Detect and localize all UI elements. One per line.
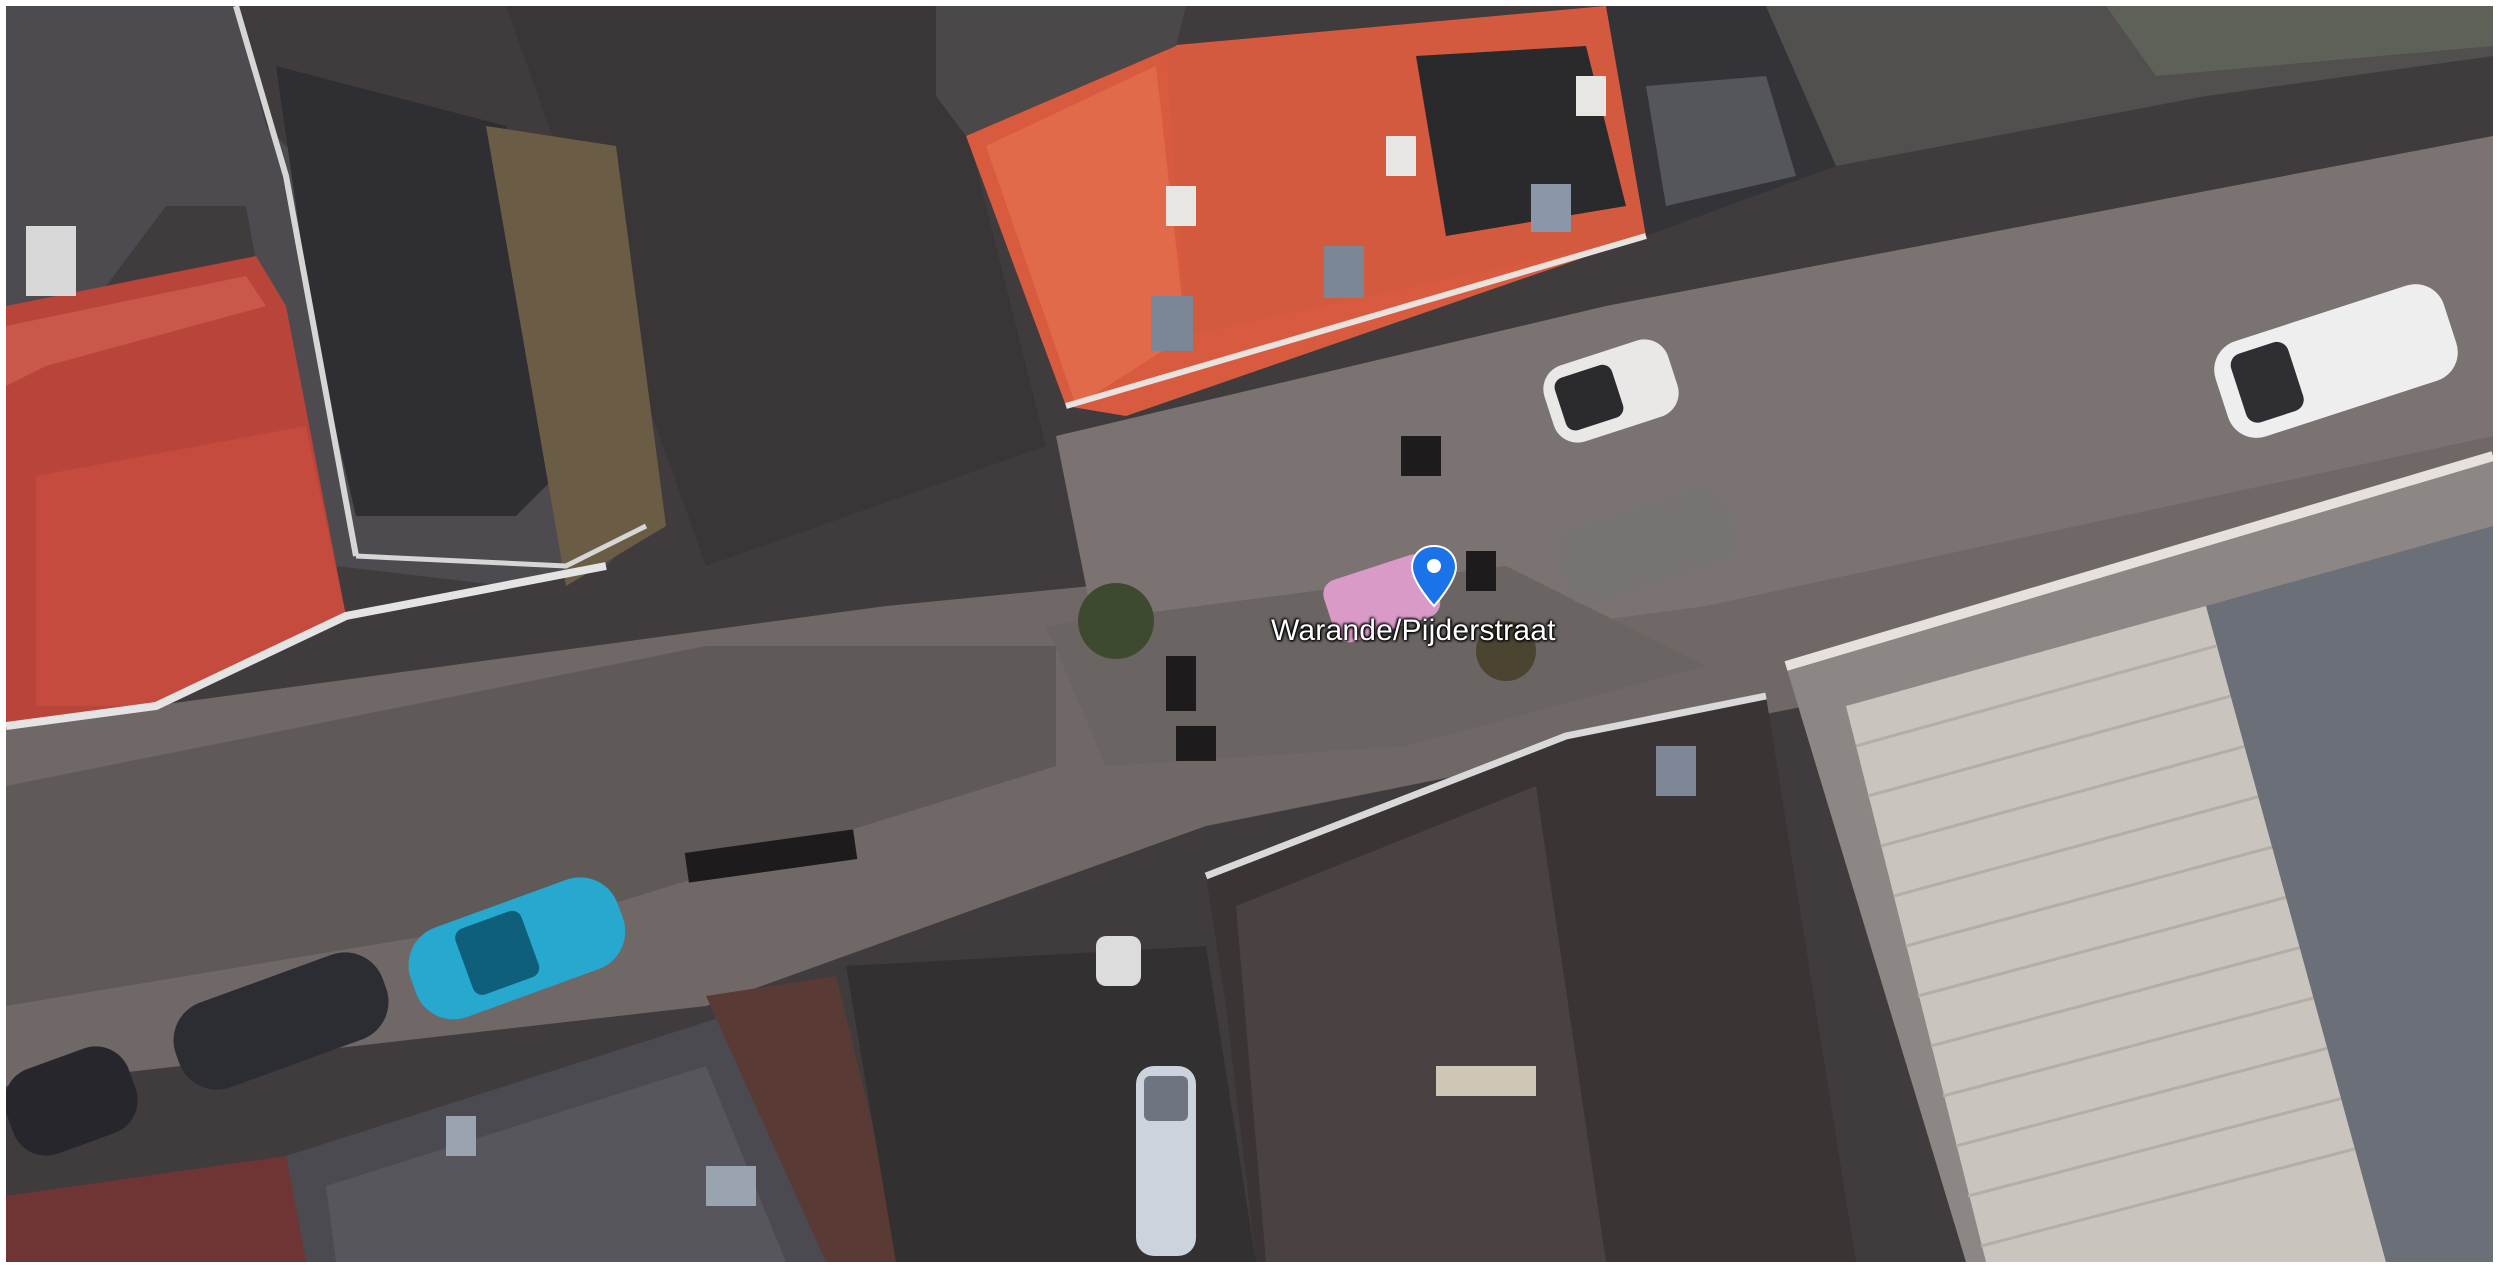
satellite-map-view[interactable]: Warande/Pijderstraat [6, 6, 2493, 1262]
place-marker-label[interactable]: Warande/Pijderstraat [1271, 614, 1556, 647]
satellite-imagery [6, 6, 2493, 1262]
place-pin-icon[interactable] [1404, 542, 1464, 612]
parked-cars [6, 284, 2458, 1256]
